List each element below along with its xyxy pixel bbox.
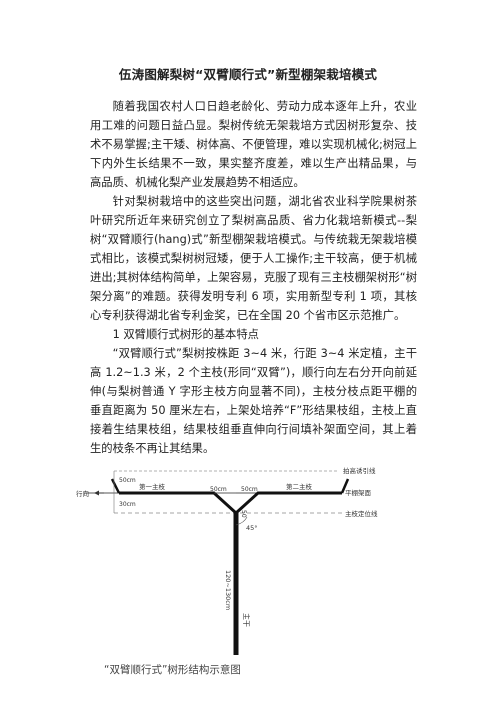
branch-left bbox=[119, 491, 238, 515]
span-left-label: 50cm bbox=[210, 486, 227, 493]
angle-arc bbox=[235, 516, 248, 526]
figure-caption: “双臂顺行式”树形结构示意图 bbox=[104, 664, 241, 676]
shelf-plane-label: 平棚架面 bbox=[345, 488, 372, 497]
document-body: 随着我国农村人口日趋老龄化、劳动力成本逐年上升，农业用工难的问题日益凸显。梨树传… bbox=[90, 97, 417, 458]
paragraph-1: 随着我国农村人口日趋老龄化、劳动力成本逐年上升，农业用工难的问题日益凸显。梨树传… bbox=[90, 100, 417, 189]
branch-right bbox=[234, 491, 342, 515]
section-heading: 1 双臂顺行式树形的基本特点 bbox=[112, 328, 259, 341]
tree-structure-diagram: 拍高诱引线 平棚架面 行向 主枝定位线 第一主枝 第二主枝 50cm 50cm … bbox=[76, 466, 378, 655]
paragraph-3: “双臂顺行式”梨树按株距 3~4 米，行距 3~4 米定植，主干高 1.2~1.… bbox=[90, 347, 417, 455]
span-right-label: 50cm bbox=[241, 486, 258, 493]
branch-position-label: 主枝定位线 bbox=[345, 509, 378, 518]
height-50-label: 50cm bbox=[119, 477, 136, 484]
vertical-50-label: 50 bbox=[240, 510, 247, 518]
left-upright bbox=[110, 478, 121, 494]
row-direction-label: 行向 bbox=[76, 489, 89, 498]
branch-right-label: 第二主枝 bbox=[286, 482, 313, 491]
height-30-label: 30cm bbox=[119, 501, 136, 508]
document-title: 伍涛图解梨树“双臂顺行式”新型棚架栽培模式 bbox=[118, 67, 378, 82]
paragraph-2: 针对梨树栽培中的这些突出问题，湖北省农业科学院果树茶叶研究所近年来研究创立了梨树… bbox=[90, 195, 417, 322]
arrow-head-icon bbox=[94, 490, 99, 496]
trunk-label: 主干 bbox=[242, 613, 251, 627]
trunk-height-label: 120~130cm bbox=[224, 570, 232, 610]
branch-left-label: 第一主枝 bbox=[139, 482, 166, 491]
right-upright bbox=[340, 478, 350, 494]
guide-line-label: 拍高诱引线 bbox=[343, 466, 376, 475]
angle-label: 45° bbox=[246, 524, 258, 532]
